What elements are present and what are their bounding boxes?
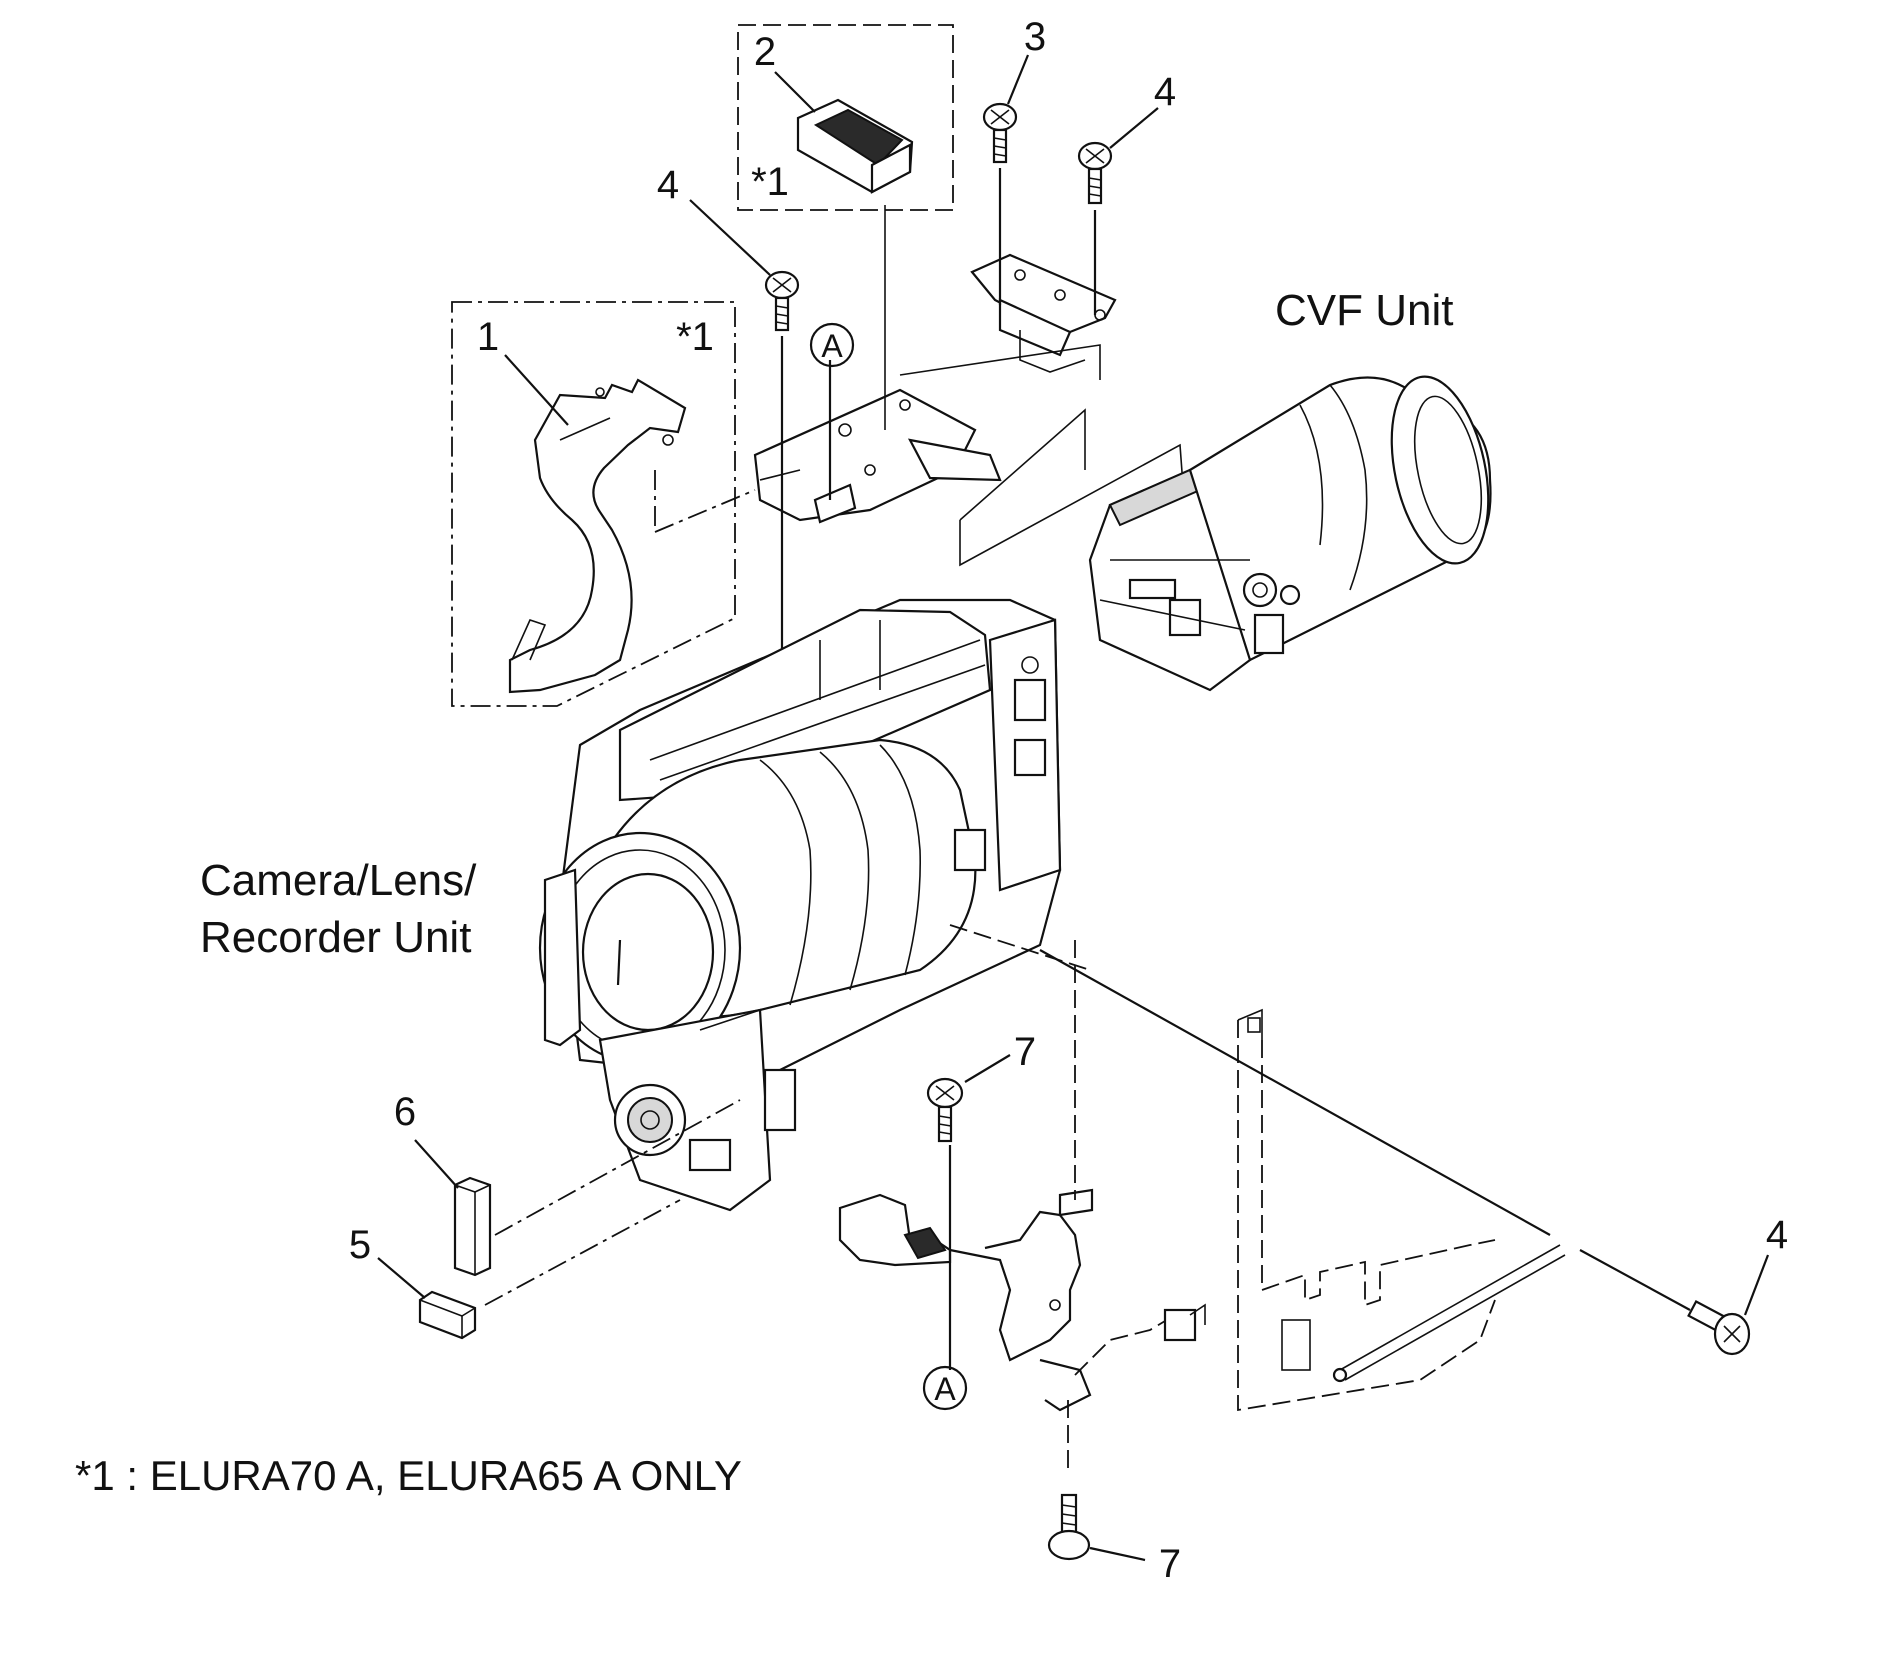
part-5-leader xyxy=(377,1257,426,1299)
screw-4-mid-leader xyxy=(689,199,771,276)
callout-4-mid: 4 xyxy=(657,163,679,207)
screw-7-bottom-leader xyxy=(1089,1546,1146,1562)
option-mark-part-2: *1 xyxy=(751,160,789,204)
assembly-line xyxy=(494,1099,741,1236)
assembly-line xyxy=(484,1199,681,1306)
screw-icon xyxy=(1077,141,1113,205)
cvf-unit xyxy=(1088,375,1492,692)
part-6-pad xyxy=(453,1176,492,1277)
part-1-leader xyxy=(504,354,569,426)
option-mark-part-1: *1 xyxy=(676,315,714,359)
callout-2: 2 xyxy=(754,30,776,74)
circled-letter-icon: A xyxy=(809,322,855,368)
part-1-flex-cable xyxy=(508,378,687,694)
part-2-leader xyxy=(774,71,816,113)
screw-icon xyxy=(926,1077,964,1143)
screw-icon xyxy=(982,102,1018,164)
callout-5: 5 xyxy=(349,1223,371,1267)
upper-bracket xyxy=(753,388,1002,524)
part-6-leader xyxy=(414,1139,459,1189)
part-5-pad xyxy=(418,1290,477,1340)
callout-7-bottom: 7 xyxy=(1159,1542,1181,1586)
part-1-option-box xyxy=(451,301,736,707)
callout-7-mid: 7 xyxy=(1014,1030,1036,1074)
rear-panel xyxy=(1237,1008,1566,1412)
screw-4-right-leader xyxy=(1743,1254,1770,1316)
screw-icon xyxy=(764,270,800,332)
ref-a-bottom: A xyxy=(934,1371,956,1407)
callout-3: 3 xyxy=(1024,15,1046,59)
screw-7-mid-leader xyxy=(964,1054,1011,1083)
assembly-line xyxy=(899,344,1101,380)
callout-4-top: 4 xyxy=(1154,70,1176,114)
ref-a-top: A xyxy=(821,328,843,364)
screw-icon xyxy=(1047,1493,1091,1561)
part-2-component xyxy=(796,98,914,194)
cvf-unit-label: CVF Unit xyxy=(1275,286,1453,335)
assembly-line xyxy=(654,489,756,533)
top-plate xyxy=(970,253,1117,373)
assembly-line xyxy=(1039,949,1551,1236)
part-2-option-box xyxy=(737,24,954,211)
camera-lens-recorder-unit xyxy=(538,598,1062,1212)
callout-1: 1 xyxy=(477,315,499,359)
screw-4-top-leader xyxy=(1109,107,1159,149)
circled-letter-icon: A xyxy=(922,1365,968,1411)
camera-unit-label-line-1: Camera/Lens/ xyxy=(200,856,477,905)
callout-4-right: 4 xyxy=(1766,1213,1788,1257)
lower-bracket xyxy=(838,1188,1206,1412)
callout-6: 6 xyxy=(394,1090,416,1134)
assembly-line xyxy=(1579,1249,1691,1311)
footnote: *1 : ELURA70 A, ELURA65 A ONLY xyxy=(75,1452,742,1499)
screw-3-leader xyxy=(1006,54,1030,105)
camera-unit-label-line-2: Recorder Unit xyxy=(200,913,471,962)
assembly-line xyxy=(959,408,1086,521)
screw-icon xyxy=(1687,1300,1751,1356)
